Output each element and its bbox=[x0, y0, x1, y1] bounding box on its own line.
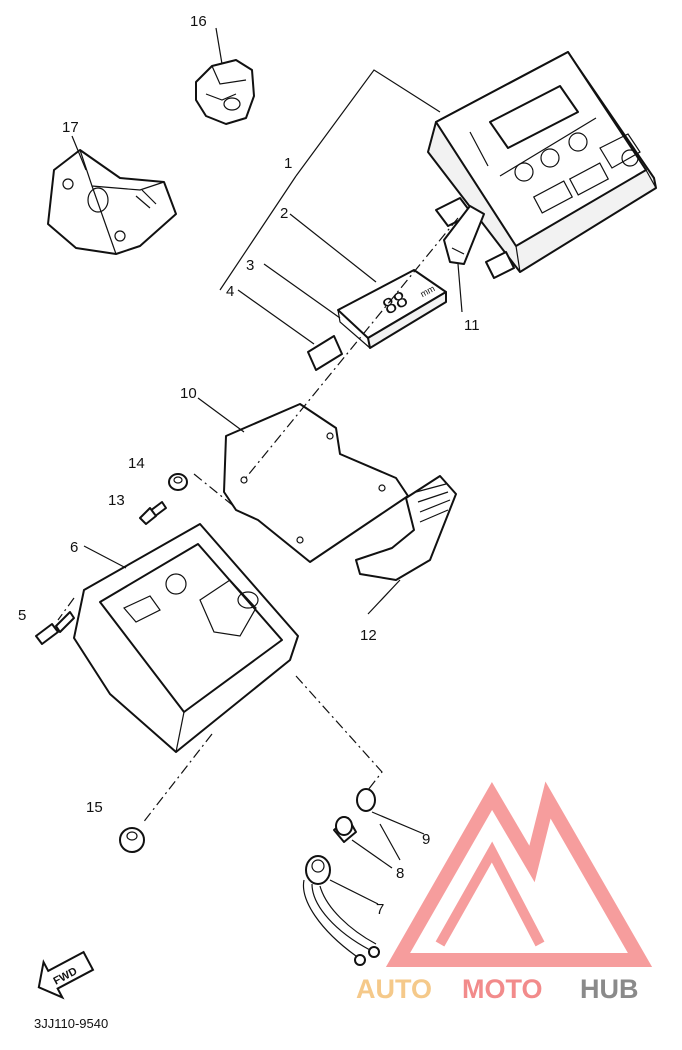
logo-triangle-inner bbox=[435, 841, 545, 947]
logo-triangle-outer bbox=[385, 781, 653, 967]
part-11-connector bbox=[443, 205, 485, 265]
callout-13: 13 bbox=[108, 492, 125, 509]
callout-15: 15 bbox=[86, 799, 103, 816]
fwd-arrow-icon: FWD bbox=[37, 950, 95, 1000]
assembly-center-lines bbox=[57, 217, 459, 825]
callout-16: 16 bbox=[190, 13, 207, 30]
callout-4: 4 bbox=[226, 283, 234, 300]
leader-lines bbox=[71, 27, 463, 905]
callout-numbers: 16 17 1 2 3 4 11 10 14 13 6 5 12 15 9 8 … bbox=[18, 13, 480, 918]
part-1-meter-assembly bbox=[427, 51, 657, 279]
callout-10: 10 bbox=[180, 385, 197, 402]
callout-1: 1 bbox=[284, 155, 292, 172]
part-17-relay-bracket bbox=[47, 149, 177, 255]
callout-12: 12 bbox=[360, 627, 377, 644]
callout-6: 6 bbox=[70, 539, 78, 556]
callout-17: 17 bbox=[62, 119, 79, 136]
callout-3: 3 bbox=[246, 257, 254, 274]
callout-2: 2 bbox=[280, 205, 288, 222]
callout-9: 9 bbox=[422, 831, 430, 848]
watermark-wordmark: AUTO MOTO HUB bbox=[356, 974, 639, 1004]
part-6-meter-case bbox=[73, 523, 299, 753]
part-16-rubber-damper bbox=[195, 59, 255, 125]
part-2-lcd-unit: 88 mm bbox=[337, 269, 447, 349]
watermark-hub: HUB bbox=[580, 974, 639, 1004]
part-14-grommet bbox=[168, 473, 188, 491]
part-code: 3JJ110-9540 bbox=[34, 1016, 108, 1031]
callout-11: 11 bbox=[464, 317, 480, 334]
callout-7: 7 bbox=[376, 901, 384, 918]
watermark-moto: MOTO bbox=[462, 974, 543, 1004]
part-4-lcd-connector-tab bbox=[307, 335, 343, 371]
part-5-screw bbox=[35, 611, 75, 645]
callout-8: 8 bbox=[396, 865, 404, 882]
watermark-auto: AUTO bbox=[356, 974, 432, 1004]
watermark-logo bbox=[385, 781, 653, 967]
part-7-socket-cord bbox=[302, 855, 380, 966]
part-15-grommet bbox=[119, 827, 145, 853]
callout-5: 5 bbox=[18, 607, 26, 624]
part-9-socket-cap bbox=[356, 788, 376, 812]
part-10-circuit-board bbox=[223, 403, 409, 563]
part-8-bulb bbox=[333, 816, 357, 843]
callout-14: 14 bbox=[128, 455, 145, 472]
part-13-screw bbox=[139, 501, 167, 525]
part-12-ribbon-cable bbox=[355, 475, 457, 581]
